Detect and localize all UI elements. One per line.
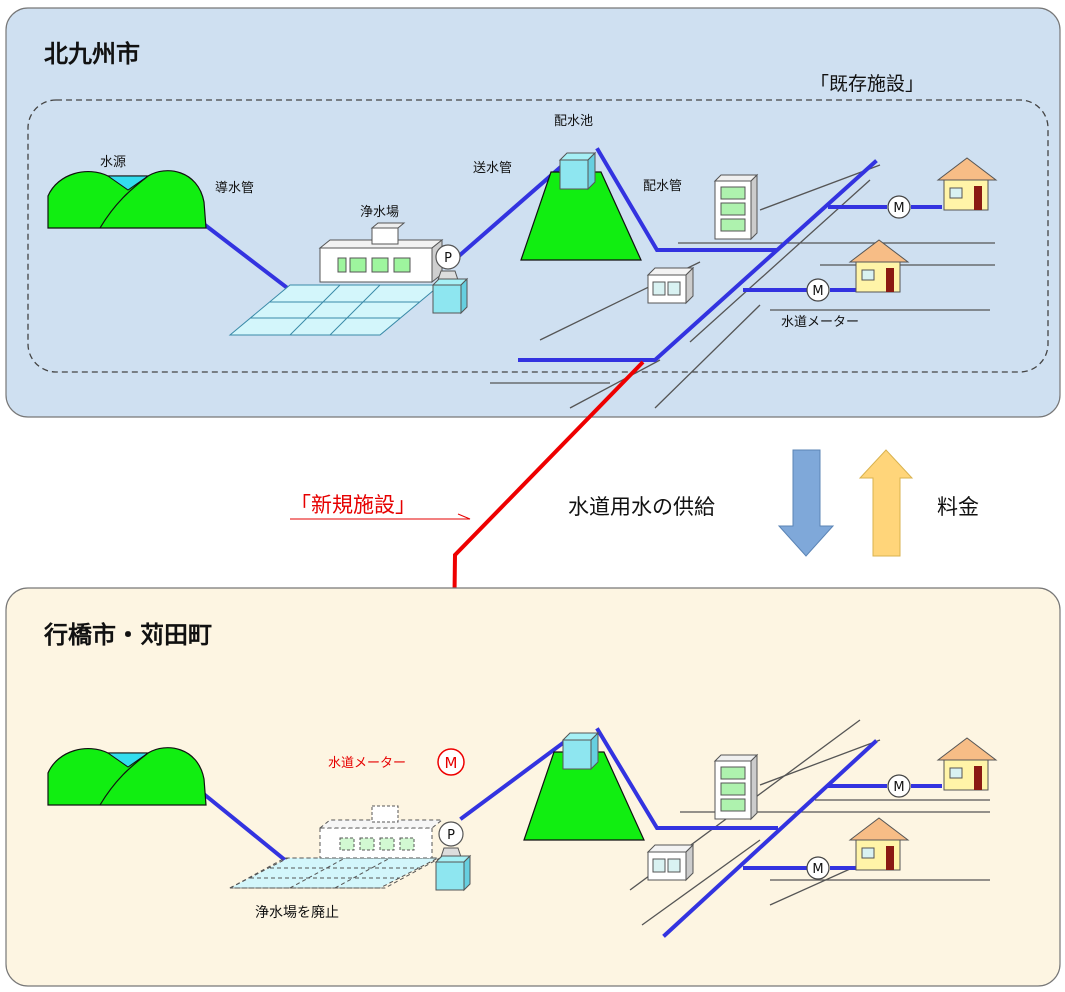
- roads-top: [490, 164, 995, 409]
- transmission-pipe-label: 送水管: [473, 161, 512, 176]
- water-meter-label-bottom: 水道メーター: [328, 756, 406, 771]
- distribution-pipe-label: 配水管: [643, 179, 682, 194]
- supply-label: 水道用水の供給: [568, 495, 715, 519]
- water-source-label: 水源: [100, 155, 126, 170]
- water-source-mountain-top: [47, 170, 207, 229]
- pump-bottom: P: [435, 821, 471, 891]
- svg-text:M: M: [445, 754, 458, 772]
- red-water-meter: M: [437, 748, 465, 776]
- meter-bottom-2: M: [806, 856, 830, 880]
- top-region-title: 北九州市: [44, 40, 140, 68]
- purification-plant-top: [228, 222, 444, 336]
- water-source-mountain-bottom: [47, 747, 207, 806]
- pump-symbol-bottom: P: [447, 828, 455, 843]
- fee-label: 料金: [937, 495, 979, 519]
- bottom-region-title: 行橋市・苅田町: [43, 621, 212, 649]
- building-top: [714, 174, 758, 240]
- water-meter-label-top: 水道メーター: [781, 315, 859, 330]
- new-facility-label: 「新規施設」: [290, 493, 416, 517]
- svg-text:M: M: [812, 284, 823, 299]
- existing-facility-boundary: [27, 99, 1049, 373]
- svg-text:M: M: [893, 201, 904, 216]
- pump-top: P: [432, 244, 468, 314]
- pipes-top: [202, 147, 942, 362]
- existing-facility-label: 「既存施設」: [810, 73, 924, 95]
- meter-top-1: M: [887, 195, 911, 219]
- pump-symbol-top: P: [444, 251, 452, 266]
- supply-down-arrow: [777, 449, 835, 557]
- small-building-top: [647, 267, 694, 304]
- plant-abolished-label: 浄水場を廃止: [255, 904, 339, 921]
- fee-up-arrow: [858, 449, 914, 557]
- building-bottom: [714, 754, 758, 820]
- purification-plant-label: 浄水場: [360, 205, 399, 220]
- distribution-reservoir-label: 配水池: [554, 114, 593, 129]
- conduit-label: 導水管: [215, 181, 254, 196]
- svg-text:M: M: [893, 780, 904, 795]
- pipes-bottom: [202, 727, 942, 938]
- small-building-bottom: [647, 844, 694, 881]
- meter-top-2: M: [806, 278, 830, 302]
- svg-text:M: M: [812, 862, 823, 877]
- meter-bottom-1: M: [887, 774, 911, 798]
- new-facility-pointer: [290, 513, 471, 520]
